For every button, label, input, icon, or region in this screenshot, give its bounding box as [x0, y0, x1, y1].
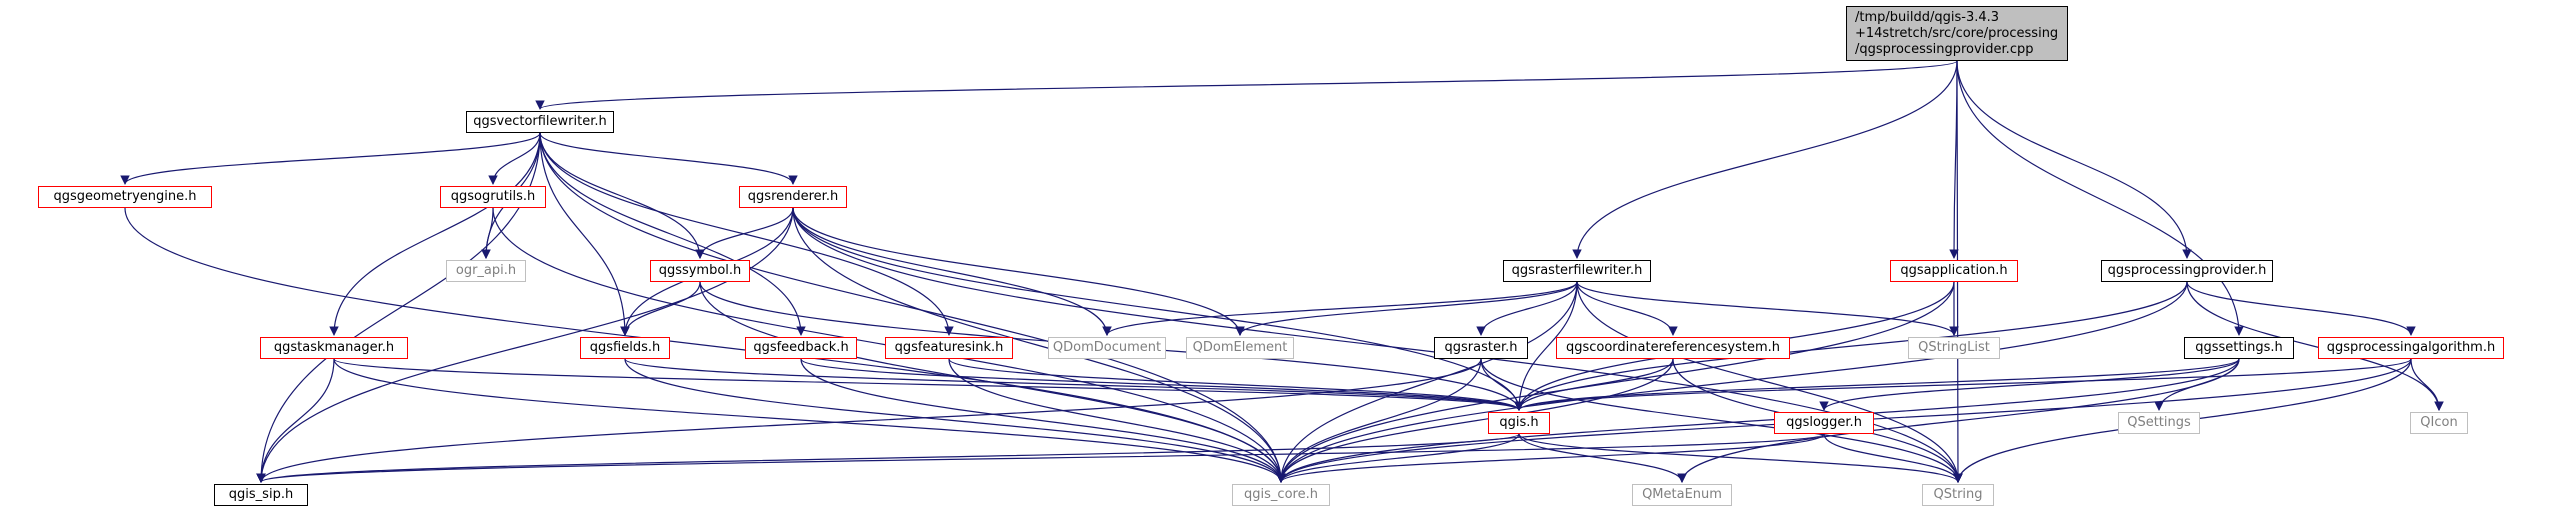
- edge-qgsrenderer-h-to-qdomdocument: [792, 207, 1112, 336]
- edge-qgssettings-h-to-qgis-h: [1514, 358, 2240, 411]
- edge-qgsprocessingalgorithm-h-to-qgis-h: [1514, 358, 2412, 411]
- edge-qgslogger-h-to-qgis-sip-h: [256, 433, 1825, 483]
- node-qgslogger-h[interactable]: qgslogger.h: [1774, 412, 1874, 434]
- node-qgsapplication-h[interactable]: qgsapplication.h: [1890, 260, 2018, 282]
- node-qgsrenderer-h[interactable]: qgsrenderer.h: [739, 186, 847, 208]
- edge-qgsfeaturesink-h-to-qgis-core-h: [948, 358, 1286, 483]
- root-line-1: /tmp/buildd/qgis-3.4.3: [1855, 9, 2000, 25]
- edge-qgis-h-to-qgis-core-h: [1276, 433, 1520, 483]
- node-qgsprocessingprovider-h[interactable]: qgsprocessingprovider.h: [2101, 260, 2273, 282]
- node-qgsvectorfilewriter-h[interactable]: qgsvectorfilewriter.h: [466, 111, 614, 133]
- edge-qgssettings-h-to-qmetaenum: [1677, 358, 2240, 483]
- edge-qgsraster-h-to-qstring: [1480, 358, 1963, 483]
- edge-qgsvectorfilewriter-h-to-qgsfeedback-h: [539, 132, 806, 336]
- edge-qgsfeaturesink-h-to-qgis-h: [948, 358, 1524, 411]
- edge-qgsprocessingprovider-cpp-to-qgsrasterfilewriter-h: [1572, 60, 1958, 259]
- node-qdomdocument[interactable]: QDomDocument: [1048, 337, 1166, 359]
- edge-qgsprocessingprovider-cpp-to-qgsprocessingprovider-h: [1956, 60, 2192, 259]
- edge-qgsvectorfilewriter-h-to-qgsfields-h: [539, 132, 630, 336]
- node-qgsfields-h[interactable]: qgsfields.h: [580, 337, 670, 359]
- edge-qgsrasterfilewriter-h-to-qdomelement: [1235, 281, 1578, 336]
- edge-qgsrasterfilewriter-h-to-qgscoordinatereferencesystem-h: [1576, 281, 1678, 336]
- edge-qgsvectorfilewriter-h-to-qgis-core-h: [539, 132, 1286, 483]
- node-ogr-api-h[interactable]: ogr_api.h: [446, 260, 526, 282]
- node-qstring[interactable]: QString: [1922, 484, 1994, 506]
- edge-qgssettings-h-to-qgis-core-h: [1276, 358, 2240, 483]
- edge-qgsvectorfilewriter-h-to-qgsogrutils-h: [488, 132, 541, 185]
- edge-qgsrasterfilewriter-h-to-qgsraster-h: [1476, 281, 1578, 336]
- node-qgsgeometryengine-h[interactable]: qgsgeometryengine.h: [38, 186, 212, 208]
- edge-qgsprocessingprovider-cpp-to-qgssettings-h: [1956, 60, 2244, 336]
- edge-qgsvectorfilewriter-h-to-qgsgeometryengine-h: [120, 132, 541, 185]
- edge-qgis-h-to-qmetaenum: [1518, 433, 1687, 483]
- edge-qgscoordinatereferencesystem-h-to-qgis-h: [1514, 358, 1674, 411]
- node-qgsfeaturesink-h[interactable]: qgsfeaturesink.h: [885, 337, 1013, 359]
- node-qdomelement[interactable]: QDomElement: [1186, 337, 1294, 359]
- edge-qgsvectorfilewriter-h-to-qgsrenderer-h: [539, 132, 798, 185]
- root-line-3: /qgsprocessingprovider.cpp: [1855, 41, 2034, 57]
- edge-qgsrasterfilewriter-h-to-qgis-h: [1514, 281, 1578, 411]
- edge-qgsogrutils-h-to-ogr-api-h: [481, 207, 494, 259]
- edge-qgscoordinatereferencesystem-h-to-qgis-core-h: [1276, 358, 1674, 483]
- node-qgsogrutils-h[interactable]: qgsogrutils.h: [440, 186, 546, 208]
- node-qgssettings-h[interactable]: qgssettings.h: [2184, 337, 2294, 359]
- edge-qgsprocessingprovider-cpp-to-qgsvectorfilewriter-h: [535, 60, 1958, 110]
- edge-qgsapplication-h-to-qgis-core-h: [1276, 281, 1955, 483]
- edge-qgsprocessingprovider-h-to-qgsprocessingalgorithm-h: [2186, 281, 2416, 336]
- edge-qgsprocessingprovider-h-to-qgis-h: [1514, 281, 2188, 411]
- edge-qgsprocessingprovider-h-to-qicon: [2186, 281, 2444, 411]
- edge-qgsrasterfilewriter-h-to-qstring: [1576, 281, 1963, 483]
- edge-qgsrenderer-h-to-qdomelement: [792, 207, 1245, 336]
- node-qgis-h[interactable]: qgis.h: [1488, 412, 1550, 434]
- edge-qgsprocessingprovider-h-to-qgis-core-h: [1276, 281, 2188, 483]
- edge-qgsprocessingalgorithm-h-to-qicon: [2410, 358, 2444, 411]
- node-qgsfeedback-h[interactable]: qgsfeedback.h: [745, 337, 857, 359]
- edge-qgsrasterfilewriter-h-to-qstringlist: [1576, 281, 1959, 336]
- root-line-2: +14stretch/src/core/processing: [1855, 25, 2059, 41]
- edge-qgsrasterfilewriter-h-to-qgis-core-h: [1276, 281, 1578, 483]
- edge-qgsfeedback-h-to-qgis-core-h: [800, 358, 1286, 483]
- edge-qgsvectorfilewriter-h-to-qgstaskmanager-h: [329, 132, 541, 336]
- edge-qgis-h-to-qgis-sip-h: [256, 433, 1520, 483]
- node-qstringlist[interactable]: QStringList: [1908, 337, 2000, 359]
- edge-qgssymbol-h-to-qgsfields-h: [620, 281, 701, 336]
- edge-qgsraster-h-to-qgis-core-h: [1276, 358, 1482, 483]
- node-qgis-sip-h[interactable]: qgis_sip.h: [214, 484, 308, 506]
- edge-qgssettings-h-to-qgslogger-h: [1819, 358, 2240, 411]
- node-qicon[interactable]: QIcon: [2410, 412, 2468, 434]
- edge-qgsrenderer-h-to-qgis-core-h: [792, 207, 1286, 483]
- node-qgssymbol-h[interactable]: qgssymbol.h: [650, 260, 750, 282]
- edge-qgsrasterfilewriter-h-to-qdomdocument: [1102, 281, 1578, 336]
- edge-qgsfeedback-h-to-qgis-h: [800, 358, 1524, 411]
- node-qgsrasterfilewriter-h[interactable]: qgsrasterfilewriter.h: [1503, 260, 1651, 282]
- edge-qgis-h-to-qstring: [1518, 433, 1963, 483]
- node-qgsprocessingalgorithm-h[interactable]: qgsprocessingalgorithm.h: [2318, 337, 2504, 359]
- node-qgscoordinatereferencesystem-h[interactable]: qgscoordinatereferencesystem.h: [1556, 337, 1790, 359]
- edge-qgsfields-h-to-qgis-h: [624, 358, 1524, 411]
- edge-qgsvectorfilewriter-h-to-qgssymbol-h: [539, 132, 705, 259]
- node-qgsprocessingprovider-cpp[interactable]: /tmp/buildd/qgis-3.4.3 +14stretch/src/co…: [1846, 6, 2068, 61]
- node-qgsraster-h[interactable]: qgsraster.h: [1434, 337, 1528, 359]
- node-qsettings[interactable]: QSettings: [2118, 412, 2200, 434]
- edge-qgsrenderer-h-to-qgis-sip-h: [256, 207, 794, 483]
- edge-qgsraster-h-to-qgis-sip-h: [256, 358, 1482, 483]
- edge-qgstaskmanager-h-to-qgis-core-h: [333, 358, 1286, 483]
- edge-qgsrenderer-h-to-qgssymbol-h: [695, 207, 794, 259]
- edge-qgstaskmanager-h-to-qgis-h: [333, 358, 1524, 411]
- node-qmetaenum[interactable]: QMetaEnum: [1632, 484, 1732, 506]
- edge-qgslogger-h-to-qstring: [1823, 433, 1963, 483]
- node-qgstaskmanager-h[interactable]: qgstaskmanager.h: [260, 337, 408, 359]
- edge-qgstaskmanager-h-to-qgis-sip-h: [256, 358, 335, 483]
- edge-qgslogger-h-to-qgis-core-h: [1276, 433, 1825, 483]
- node-qgis-core-h[interactable]: qgis_core.h: [1232, 484, 1330, 506]
- edge-qgsfields-h-to-qgis-core-h: [624, 358, 1286, 483]
